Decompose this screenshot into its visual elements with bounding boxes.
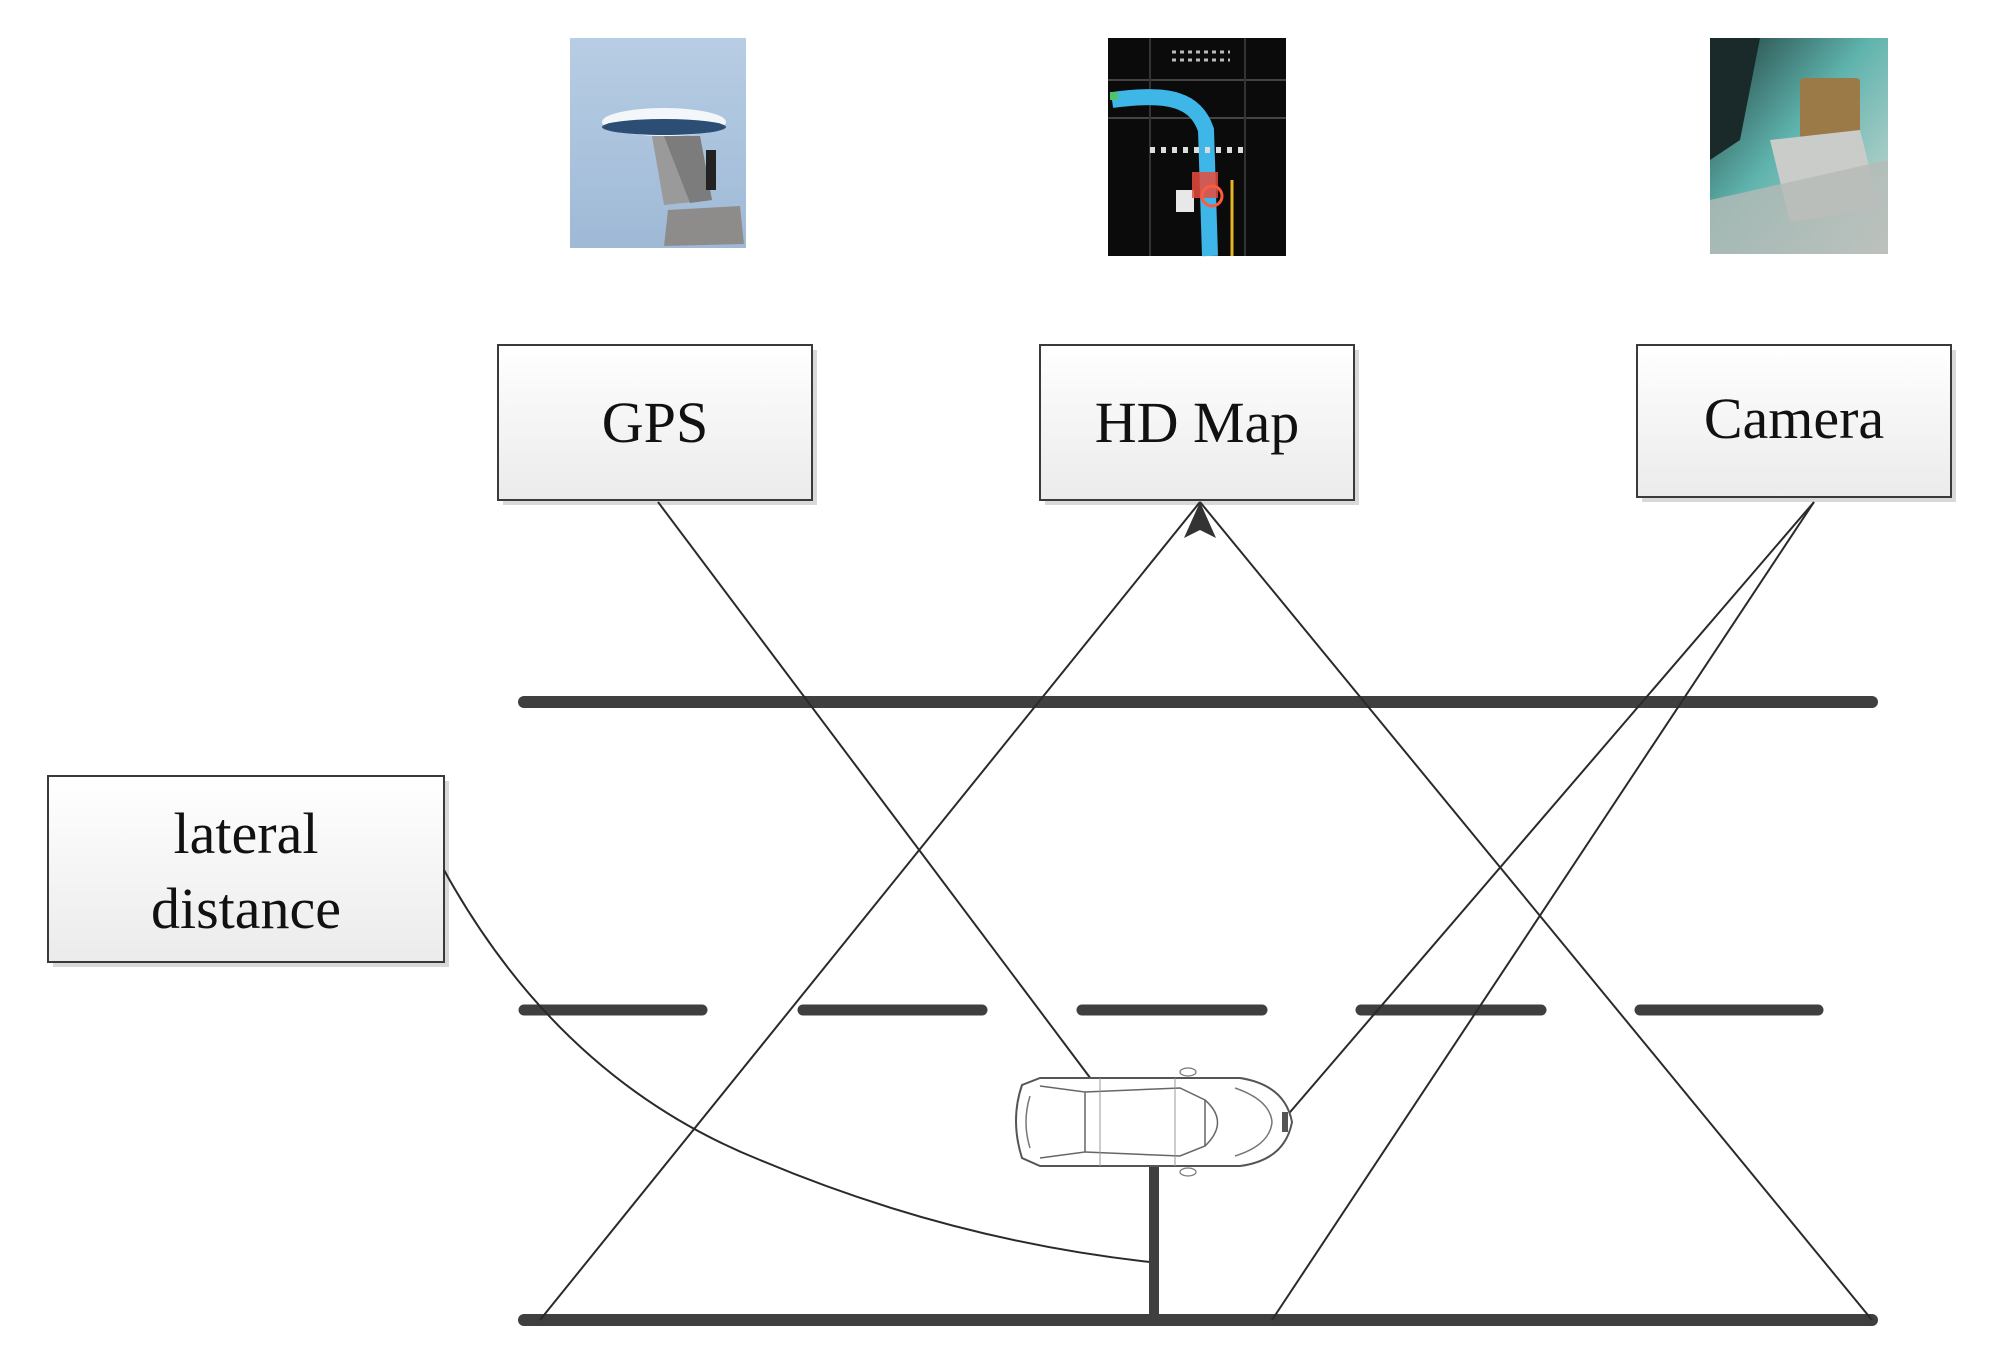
lateral-distance-node: lateral distance	[47, 775, 449, 967]
hd-map-node: HD Map	[1039, 344, 1359, 505]
hd-map-left-line	[539, 501, 1201, 1321]
hd-map-right-line	[1199, 501, 1873, 1321]
camera-icon	[1710, 38, 1888, 254]
camera-label: Camera	[1704, 386, 1884, 451]
hd-map-arrowhead	[1184, 502, 1216, 538]
camera-to-car-line	[1284, 501, 1815, 1119]
hd-map-label: HD Map	[1095, 390, 1300, 455]
gps-antenna-icon	[570, 38, 746, 248]
gps-to-car-line	[657, 501, 1098, 1088]
camera-to-road-line	[1271, 501, 1815, 1321]
camera-node: Camera	[1636, 344, 1956, 502]
lateral-label-line1: lateral	[174, 801, 319, 866]
gps-node: GPS	[497, 344, 817, 505]
gps-label: GPS	[602, 390, 708, 455]
lateral-label-line2: distance	[151, 876, 341, 941]
lateral-distance-curve	[443, 869, 1151, 1263]
car-icon	[1015, 1067, 1294, 1177]
hd-map-icon	[1108, 38, 1286, 257]
